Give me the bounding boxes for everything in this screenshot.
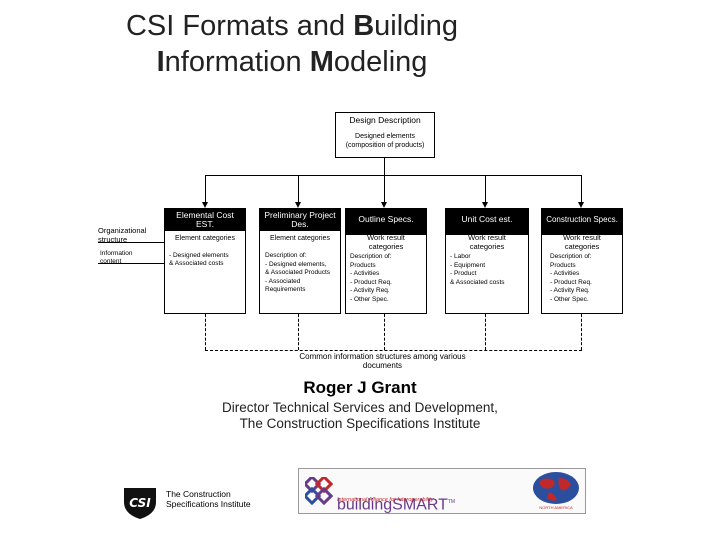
column-outline-specs: Outline Specs. Work result categories De… — [345, 208, 427, 314]
connector-drop-1 — [205, 175, 206, 203]
design-description-box: Design Description Designed elements (co… — [335, 112, 435, 158]
column-header: Unit Cost est. — [446, 209, 528, 235]
arrow-down-icon — [578, 202, 584, 208]
globe-map-icon — [533, 472, 579, 504]
row-line-organizational — [98, 242, 164, 243]
presenter-role: Director Technical Services and Developm… — [150, 400, 570, 432]
dashed-drop-3 — [384, 314, 385, 350]
connector-drop-2 — [298, 175, 299, 203]
connector-bar — [205, 175, 581, 176]
column-header: Preliminary Project Des. — [260, 209, 340, 231]
column-preliminary-project: Preliminary Project Des. Element categor… — [259, 208, 341, 314]
column-unit-cost: Unit Cost est. Work result categories - … — [445, 208, 529, 314]
connector-drop-5 — [581, 175, 582, 203]
dashed-drop-5 — [581, 314, 582, 350]
buildingsmart-name: buildingSMARTTM — [337, 496, 456, 514]
arrow-down-icon — [295, 202, 301, 208]
buildingsmart-mark-icon — [305, 477, 333, 505]
presenter-name: Roger J Grant — [303, 378, 417, 397]
design-description-line2: (composition of products) — [345, 142, 425, 149]
arrow-down-icon — [202, 202, 208, 208]
presenter-role-line2: The Construction Specifications Institut… — [239, 416, 481, 431]
column-header: Outline Specs. — [346, 209, 426, 235]
row-label-organizational: Organizational structure — [98, 226, 147, 244]
column-category: Element categories — [270, 235, 330, 242]
north-america-label: NORTH AMERICA — [539, 505, 573, 510]
column-category: Work result categories — [468, 233, 506, 251]
connector-drop-4 — [485, 175, 486, 203]
dashed-bar — [205, 350, 582, 351]
column-content: - Labor - Equipment - Product & Associat… — [450, 253, 505, 286]
column-content: Description of: Products - Activities - … — [550, 253, 592, 303]
csi-logo-text: The Construction Specifications Institut… — [166, 489, 251, 509]
csi-shield-icon: CSI — [124, 488, 156, 519]
slide-title: CSI Formats and Building Information Mod… — [125, 10, 459, 78]
presenter-role-line1: Director Technical Services and Developm… — [222, 400, 498, 415]
column-header: Elemental Cost EST. — [165, 209, 245, 231]
column-content: Description of: - Designed elements, & A… — [265, 252, 331, 293]
row-label-information: Information content — [100, 250, 133, 265]
column-elemental-cost: Elemental Cost EST. Element categories -… — [164, 208, 246, 314]
buildingsmart-tagline: International Alliance for Interoperabil… — [337, 497, 434, 503]
column-construction-specs: Construction Specs. Work result categori… — [541, 208, 623, 314]
arrow-down-icon — [381, 202, 387, 208]
csi-logo: CSI The Construction Specifications Inst… — [120, 484, 280, 520]
column-category: Work result categories — [563, 233, 601, 251]
column-content: - Designed elements & Associated costs — [169, 252, 229, 267]
common-structures-label: Common information structures among vari… — [270, 352, 495, 370]
dashed-drop-1 — [205, 314, 206, 350]
column-header: Construction Specs. — [542, 209, 622, 235]
column-category: Work result categories — [367, 233, 405, 251]
connector-drop-3 — [384, 175, 385, 203]
connector-trunk — [384, 157, 385, 175]
row-line-information — [98, 263, 164, 264]
column-category: Element categories — [175, 235, 235, 242]
dashed-drop-2 — [298, 314, 299, 350]
csi-mark: CSI — [129, 496, 151, 510]
arrow-down-icon — [482, 202, 488, 208]
column-content: Description of: Products - Activities - … — [350, 253, 392, 303]
buildingsmart-logo: buildingSMARTTM International Alliance f… — [298, 468, 586, 514]
dashed-drop-4 — [485, 314, 486, 350]
design-description-title: Design Description — [349, 115, 421, 125]
design-description-line1: Designed elements — [355, 133, 415, 140]
